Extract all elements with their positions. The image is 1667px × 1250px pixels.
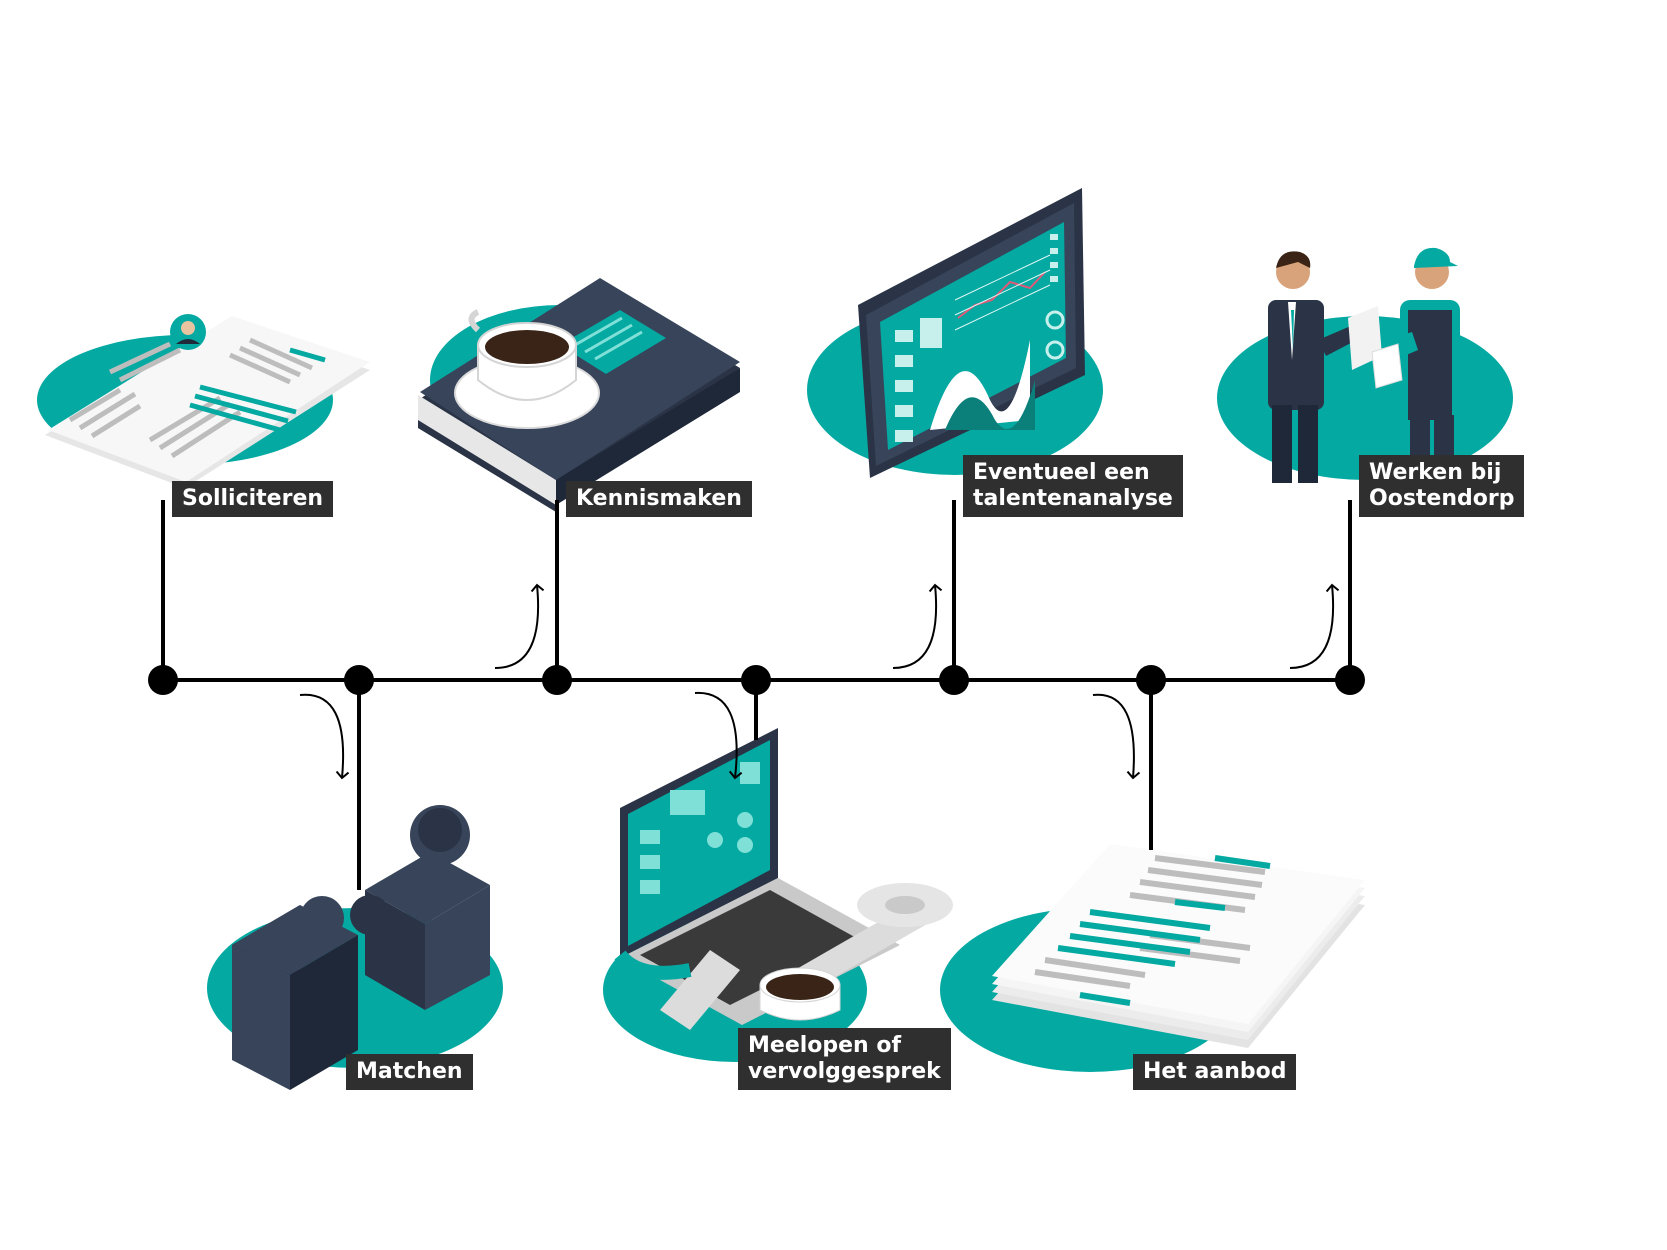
puzzle-pieces-icon xyxy=(207,805,503,1090)
timeline-node xyxy=(741,665,771,695)
coffee-book-icon xyxy=(418,278,740,512)
step-label-talentenanalyse: Eventueel een talentenanalyse xyxy=(963,455,1183,517)
arrow-up-icon xyxy=(1289,583,1340,669)
laptop-wrench-icon xyxy=(603,728,953,1062)
step-label-werken-bij-oostendorp: Werken bij Oostendorp xyxy=(1359,455,1525,517)
step-label-het-aanbod: Het aanbod xyxy=(1133,1054,1297,1090)
arrow-down-icon xyxy=(299,693,350,780)
handshake-people-icon xyxy=(1217,247,1513,485)
arrow-down-icon xyxy=(1092,693,1141,780)
arrow-up-icon xyxy=(892,583,943,669)
step-label-meelopen-of-vervolggesprek: Meelopen of vervolggesprek xyxy=(738,1028,951,1090)
timeline-node xyxy=(939,665,969,695)
timeline-node xyxy=(344,665,374,695)
arrow-down-icon xyxy=(694,691,743,780)
timeline-node xyxy=(1136,665,1166,695)
flow-arrows xyxy=(299,583,1340,780)
timeline-nodes xyxy=(148,665,1365,695)
timeline-node xyxy=(1335,665,1365,695)
arrow-up-icon xyxy=(494,583,545,669)
step-label-solliciteren: Solliciteren xyxy=(172,481,334,517)
step-label-matchen: Matchen xyxy=(346,1054,473,1090)
timeline-node xyxy=(542,665,572,695)
analytics-screen-icon xyxy=(807,188,1103,478)
timeline-node xyxy=(148,665,178,695)
cv-document-icon xyxy=(37,314,370,488)
contract-papers-icon xyxy=(940,844,1365,1072)
step-label-kennismaken: Kennismaken xyxy=(566,481,752,517)
